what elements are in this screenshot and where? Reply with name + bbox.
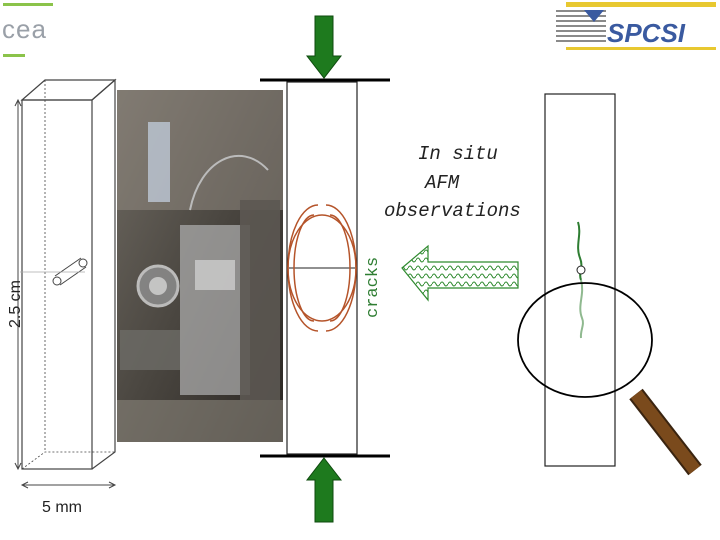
spcsi-logo-text: SPCSI [607,18,686,48]
compression-setup [260,78,390,458]
spcsi-triangle-icon [584,10,604,22]
height-label: 2.5 cm [7,280,24,328]
cea-logo: cea [2,3,53,57]
crack-line-faint [579,279,584,339]
afm-label-line1: In situ [418,143,498,165]
observed-sample [544,93,616,467]
cracks-label: cracks [364,257,383,318]
apparatus-photo [117,90,283,442]
left-arrow-icon [401,244,519,302]
crack-arcs [287,204,357,332]
sample-notch [52,257,88,286]
sample-bar-3d [20,78,117,470]
afm-label-line3: observations [384,200,521,222]
spcsi-logo: SPCSI [556,2,716,50]
down-arrow-icon [305,15,343,79]
height-dimension [14,98,85,471]
afm-label-line2: AFM [424,172,460,194]
up-arrow-icon [305,457,343,523]
cea-logo-text: cea [2,14,47,44]
width-label: 5 mm [42,499,82,516]
magnifier-icon [517,282,702,476]
width-dimension [20,481,117,489]
